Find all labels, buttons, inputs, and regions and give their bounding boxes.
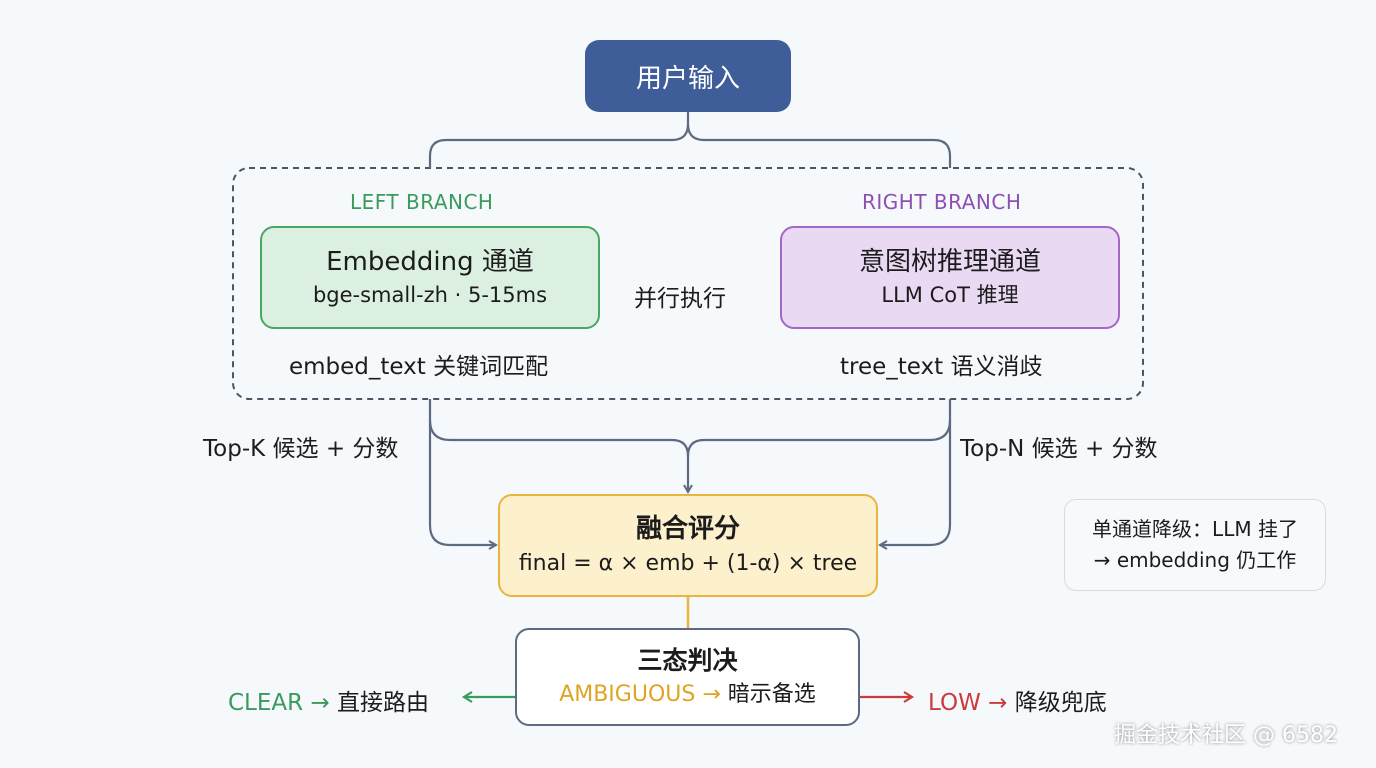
- embedding-channel-node: Embedding 通道 bge-small-zh · 5-15ms: [260, 226, 600, 329]
- parallel-container: [232, 167, 1144, 400]
- center-merge-connector: [428, 419, 688, 492]
- watermark: 掘金技术社区 @ 6582: [1114, 723, 1338, 748]
- center-merge-connector-right: [686, 419, 952, 457]
- ambiguous-target: 暗示备选: [727, 681, 816, 707]
- degradation-note-line2: → embedding 仍工作: [1093, 548, 1297, 572]
- low-outcome: LOW → 降级兜底: [928, 683, 1107, 717]
- split-connector-right: [686, 123, 952, 168]
- intent-tree-channel-node: 意图树推理通道 LLM CoT 推理: [780, 226, 1120, 329]
- ambiguous-outcome: AMBIGUOUS → 暗示备选: [559, 682, 816, 708]
- ambiguous-label: AMBIGUOUS: [559, 681, 696, 707]
- user-input-label: 用户输入: [635, 63, 740, 94]
- embedding-channel-subtitle: bge-small-zh · 5-15ms: [312, 282, 548, 307]
- tri-state-decision-title: 三态判决: [637, 645, 738, 675]
- intent-tree-channel-title: 意图树推理通道: [858, 247, 1041, 278]
- parallel-label: 并行执行: [634, 286, 726, 312]
- clear-outcome: CLEAR → 直接路由: [228, 683, 429, 717]
- embedding-channel-title: Embedding 通道: [326, 247, 534, 278]
- split-connector: [428, 112, 690, 168]
- intent-tree-note: tree_text 语义消歧: [840, 354, 1043, 380]
- clear-target: 直接路由: [337, 690, 430, 716]
- left-branch-label: LEFT BRANCH: [350, 190, 494, 214]
- embedding-note: embed_text 关键词匹配: [289, 354, 549, 380]
- left-merge-connector: [428, 399, 496, 545]
- degradation-note-line1: 单通道降级：LLM 挂了: [1092, 517, 1298, 541]
- fusion-formula: final = α × emb + (1-α) × tree: [518, 550, 858, 576]
- topn-label: Top-N 候选 + 分数: [960, 436, 1158, 462]
- arrow-right-icon: →: [988, 690, 1008, 716]
- right-merge-connector: [880, 399, 952, 545]
- tri-state-decision-node: 三态判决 AMBIGUOUS → 暗示备选: [515, 628, 860, 726]
- arrow-right-icon: →: [310, 690, 330, 716]
- arrow-right-icon: →: [702, 681, 721, 707]
- fusion-score-title: 融合评分: [635, 513, 740, 544]
- user-input-node: 用户输入: [585, 40, 791, 112]
- intent-tree-channel-subtitle: LLM CoT 推理: [881, 282, 1019, 307]
- low-target: 降级兜底: [1014, 690, 1107, 716]
- degradation-note: 单通道降级：LLM 挂了 → embedding 仍工作: [1064, 499, 1326, 591]
- fusion-score-node: 融合评分 final = α × emb + (1-α) × tree: [498, 494, 878, 597]
- clear-label: CLEAR: [228, 690, 304, 716]
- low-label: LOW: [928, 690, 981, 716]
- right-branch-label: RIGHT BRANCH: [862, 190, 1022, 214]
- topk-label: Top-K 候选 + 分数: [203, 436, 399, 462]
